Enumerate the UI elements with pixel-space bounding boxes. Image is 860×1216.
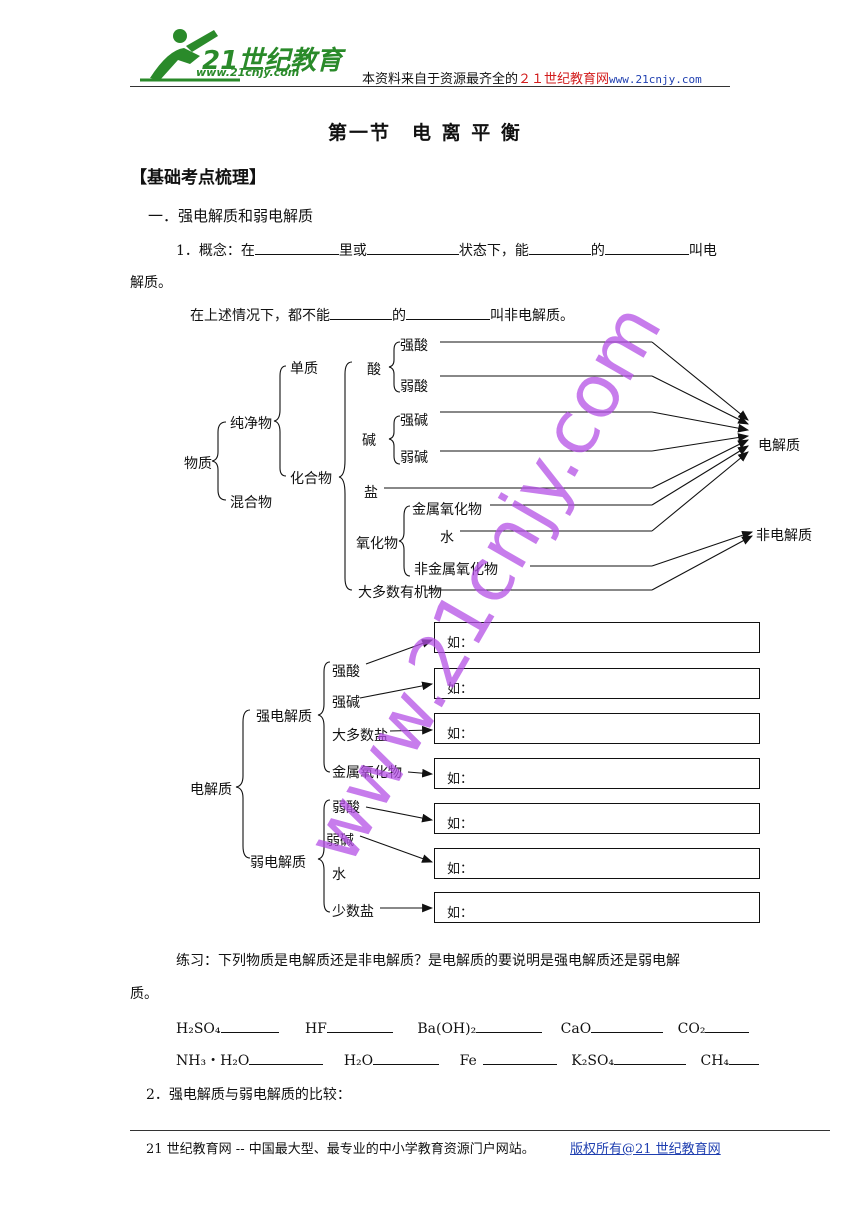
node-base: 碱 <box>362 433 376 449</box>
answer-box[interactable]: 如： <box>434 848 760 879</box>
node-strong-base: 强碱 <box>400 413 428 429</box>
node-weak-base: 弱碱 <box>400 450 428 466</box>
tree2-weak: 弱电解质 <box>250 855 306 871</box>
node-salt: 盐 <box>364 485 378 501</box>
page-title: 第一节 电 离 平 衡 <box>328 122 522 144</box>
tree2-strong-item: 大多数盐 <box>332 728 388 744</box>
answer-box[interactable]: 如： <box>434 668 760 699</box>
header-tagline: 本资料来自于资源最齐全的２１世纪教育网www.21cnjy.com <box>362 72 702 87</box>
node-water: 水 <box>440 530 454 546</box>
tree2-strong-item: 强酸 <box>332 664 360 680</box>
answer-box[interactable]: 如： <box>434 758 760 789</box>
concept-line-2: 解质。 <box>130 275 172 291</box>
logo-text: 21世纪教育 <box>202 46 343 76</box>
header-divider <box>130 86 730 87</box>
tree2-weak-item: 少数盐 <box>332 904 374 920</box>
tree2-strong-item: 强碱 <box>332 695 360 711</box>
tree2-root: 电解质 <box>190 782 232 798</box>
tree2-strong: 强电解质 <box>256 709 312 725</box>
answer-box[interactable]: 如： <box>434 622 760 653</box>
section-heading: 【基础考点梳理】 <box>130 168 266 188</box>
node-acid: 酸 <box>367 362 381 378</box>
logo-icon <box>140 29 240 82</box>
node-nonmetal-oxide: 非金属氧化物 <box>414 562 498 578</box>
practice-prompt: 练习：下列物质是电解质还是非电解质？是电解质的要说明是强电解质还是弱电解 <box>176 953 680 969</box>
tree2-strong-item: 金属氧化物 <box>332 765 402 781</box>
practice-row-1: H₂SO₄ HF Ba(OH)₂ CaO CO₂ <box>176 1018 750 1037</box>
node-compound: 化合物 <box>290 471 332 487</box>
node-metal-oxide: 金属氧化物 <box>412 502 482 518</box>
tree2-weak-item: 弱碱 <box>326 833 354 849</box>
node-non-electrolyte: 非电解质 <box>756 528 812 544</box>
answer-box[interactable]: 如： <box>434 892 760 923</box>
tree2-weak-item: 水 <box>332 867 346 883</box>
footer-copyright-link[interactable]: 版权所有@21 世纪教育网 <box>570 1142 721 1157</box>
practice-row-2: NH₃・H₂O H₂O Fe K₂SO₄ CH₄ <box>176 1050 760 1070</box>
node-oxide: 氧化物 <box>356 536 398 552</box>
answer-box[interactable]: 如： <box>434 713 760 744</box>
concept-line-1: 1．概念：在里或状态下，能的叫电 <box>176 240 717 260</box>
footer-text: 21 世纪教育网 -- 中国最大型、最专业的中小学教育资源门户网站。 <box>146 1142 535 1157</box>
item-2-heading: 2．强电解质与弱电解质的比较： <box>146 1087 351 1103</box>
tree2-weak-item: 弱酸 <box>332 800 360 816</box>
footer-divider <box>130 1130 830 1131</box>
subsection-heading: 一．强电解质和弱电解质 <box>148 207 314 225</box>
node-organic: 大多数有机物 <box>358 585 442 601</box>
node-mixture: 混合物 <box>230 495 272 511</box>
logo-url: www.21cnjy.com <box>196 66 300 79</box>
node-substance: 物质 <box>184 456 212 472</box>
concept-line-3: 在上述情况下，都不能的叫非电解质。 <box>190 305 574 325</box>
node-strong-acid: 强酸 <box>400 338 428 354</box>
node-pure: 纯净物 <box>230 416 272 432</box>
node-element: 单质 <box>290 361 318 377</box>
practice-prompt-end: 质。 <box>130 986 158 1002</box>
node-weak-acid: 弱酸 <box>400 379 428 395</box>
answer-box[interactable]: 如： <box>434 803 760 834</box>
node-electrolyte: 电解质 <box>758 438 800 454</box>
